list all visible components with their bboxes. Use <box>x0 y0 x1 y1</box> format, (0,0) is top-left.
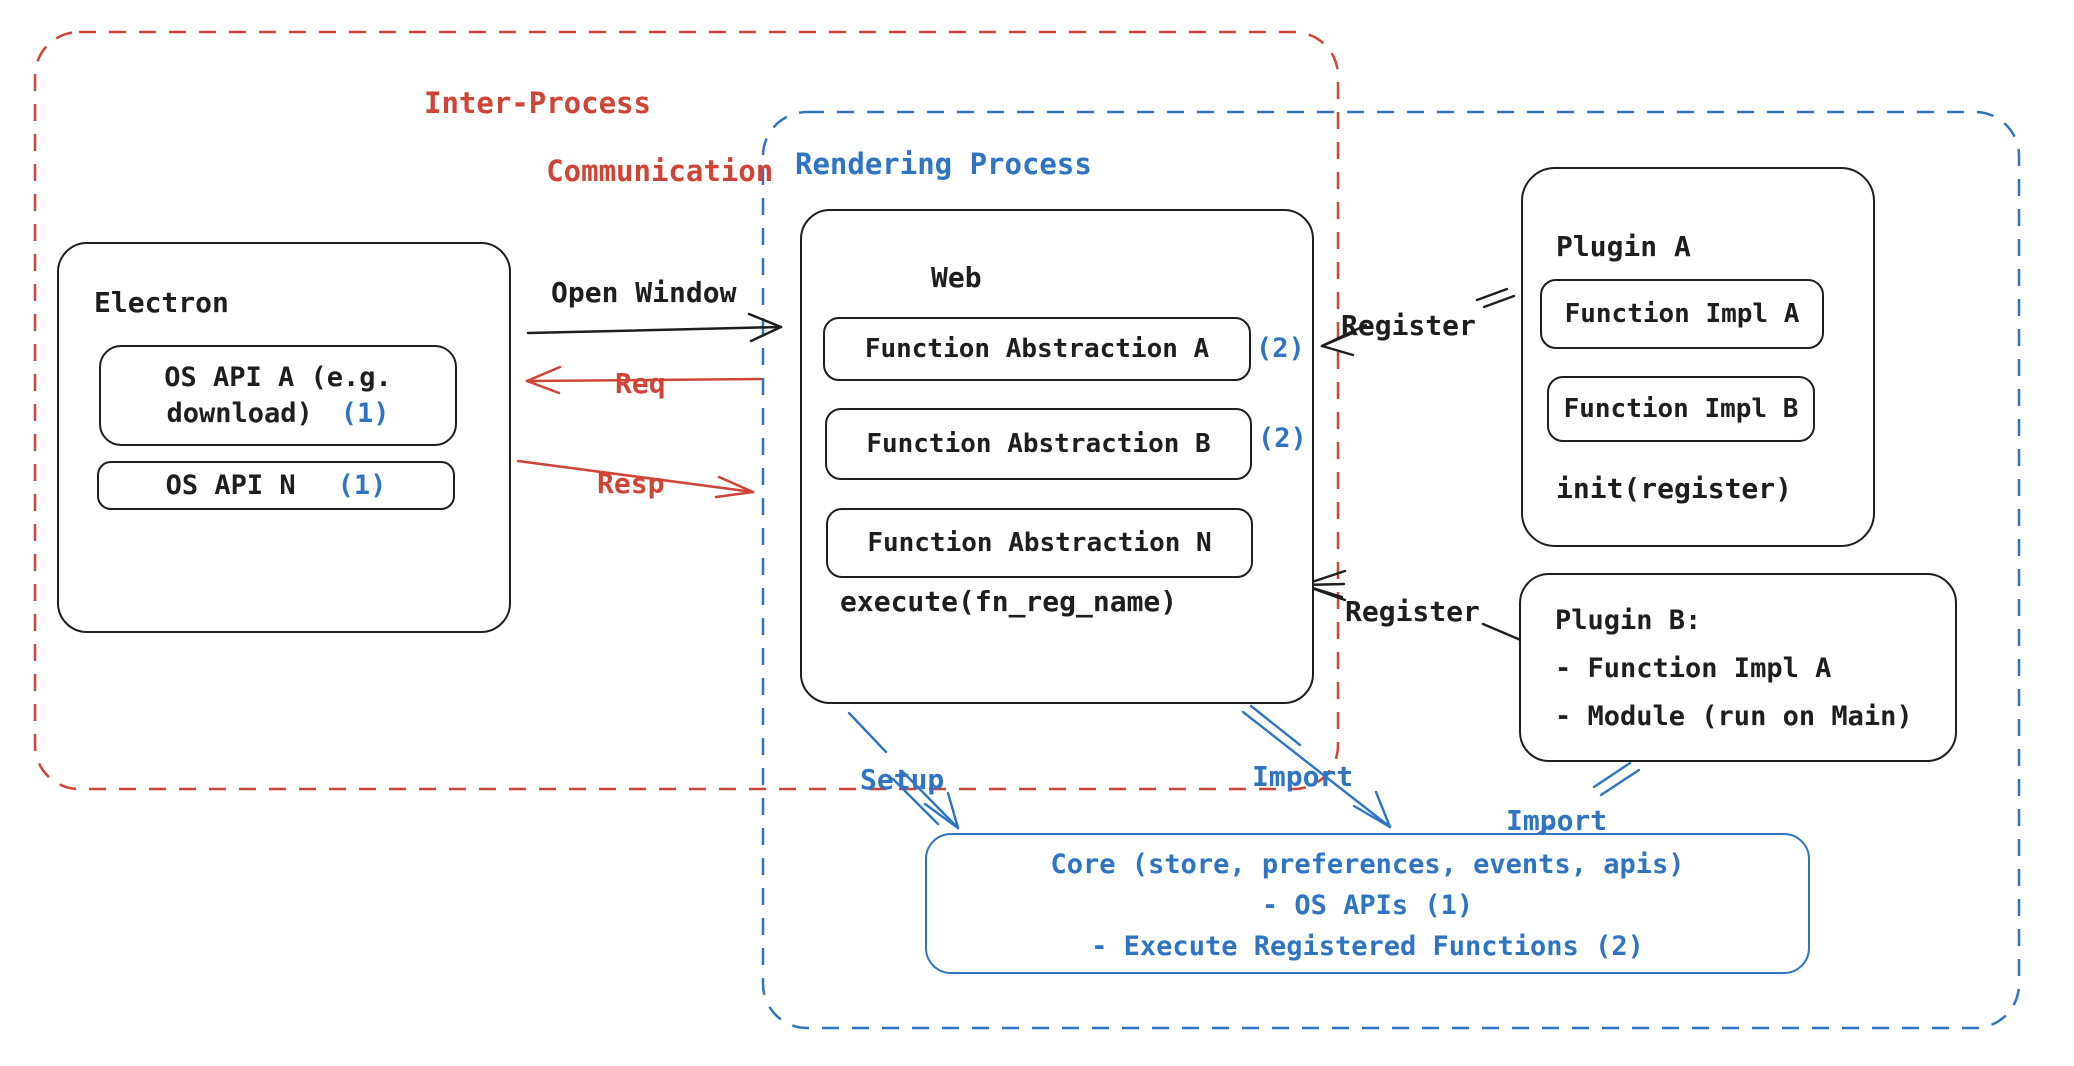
open-window-arrow <box>526 312 783 343</box>
electron-title: Electron <box>94 286 229 319</box>
core-line3: - Execute Registered Functions (2) <box>1091 931 1644 962</box>
ipc-region-label-line2: Communication <box>546 154 774 188</box>
register-bottom-label: Register <box>1345 595 1480 628</box>
init-register-label: init(register) <box>1556 472 1793 505</box>
os-api-a-line1: OS API A (e.g. <box>164 361 392 393</box>
plugin-a-title: Plugin A <box>1556 230 1691 263</box>
os-api-a-line2-text: download) <box>166 397 313 429</box>
plugin-b-title: Plugin B: <box>1555 605 1702 636</box>
import-pluginb-label: Import <box>1506 804 1608 837</box>
core-box: Core (store, preferences, events, apis) … <box>925 833 1810 974</box>
execute-label: execute(fn_reg_name) <box>840 585 1178 618</box>
web-box: Web Function Abstraction A Function Abst… <box>800 209 1314 704</box>
os-api-n-badge: (1) <box>337 470 387 501</box>
core-line2: - OS APIs (1) <box>1261 890 1474 921</box>
req-label: Req <box>615 367 666 400</box>
os-api-n-text: OS API N <box>165 470 296 501</box>
plugin-b-item2: - Module (run on Main) <box>1555 701 1913 732</box>
fa-b-badge: (2) <box>1258 423 1307 454</box>
resp-label: Resp <box>597 467 665 500</box>
plugin-b-item1: - Function Impl A <box>1555 653 1832 684</box>
os-api-a-box: OS API A (e.g. download) (1) <box>99 345 457 446</box>
web-title: Web <box>931 261 982 294</box>
fa-a-badge: (2) <box>1256 333 1305 364</box>
os-api-a-badge: (1) <box>340 397 390 429</box>
import-core-label: Import <box>1252 760 1354 793</box>
os-api-a-line2: download) (1) <box>166 396 389 432</box>
ipc-region-label: Inter-Process Communication <box>424 86 773 188</box>
open-window-label: Open Window <box>551 276 737 309</box>
rendering-region-label: Rendering Process <box>795 147 1092 181</box>
plugin-b-box: Plugin B: - Function Impl A - Module (ru… <box>1519 573 1957 762</box>
function-abstraction-n-box: Function Abstraction N <box>826 508 1253 578</box>
function-abstraction-b-box: Function Abstraction B <box>825 408 1252 480</box>
function-abstraction-a-box: Function Abstraction A <box>823 317 1251 381</box>
core-line1: Core (store, preferences, events, apis) <box>1050 849 1685 880</box>
register-top-label: Register <box>1341 309 1476 342</box>
ipc-region-label-line1: Inter-Process <box>424 86 651 120</box>
setup-label: Setup <box>860 763 945 796</box>
os-api-n-box: OS API N (1) <box>97 461 455 510</box>
function-impl-a-box: Function Impl A <box>1540 279 1824 349</box>
plugin-a-box: Plugin A Function Impl A Function Impl B… <box>1521 167 1875 547</box>
electron-box: Electron OS API A (e.g. download) (1) OS… <box>57 242 511 633</box>
function-impl-b-box: Function Impl B <box>1547 376 1815 442</box>
